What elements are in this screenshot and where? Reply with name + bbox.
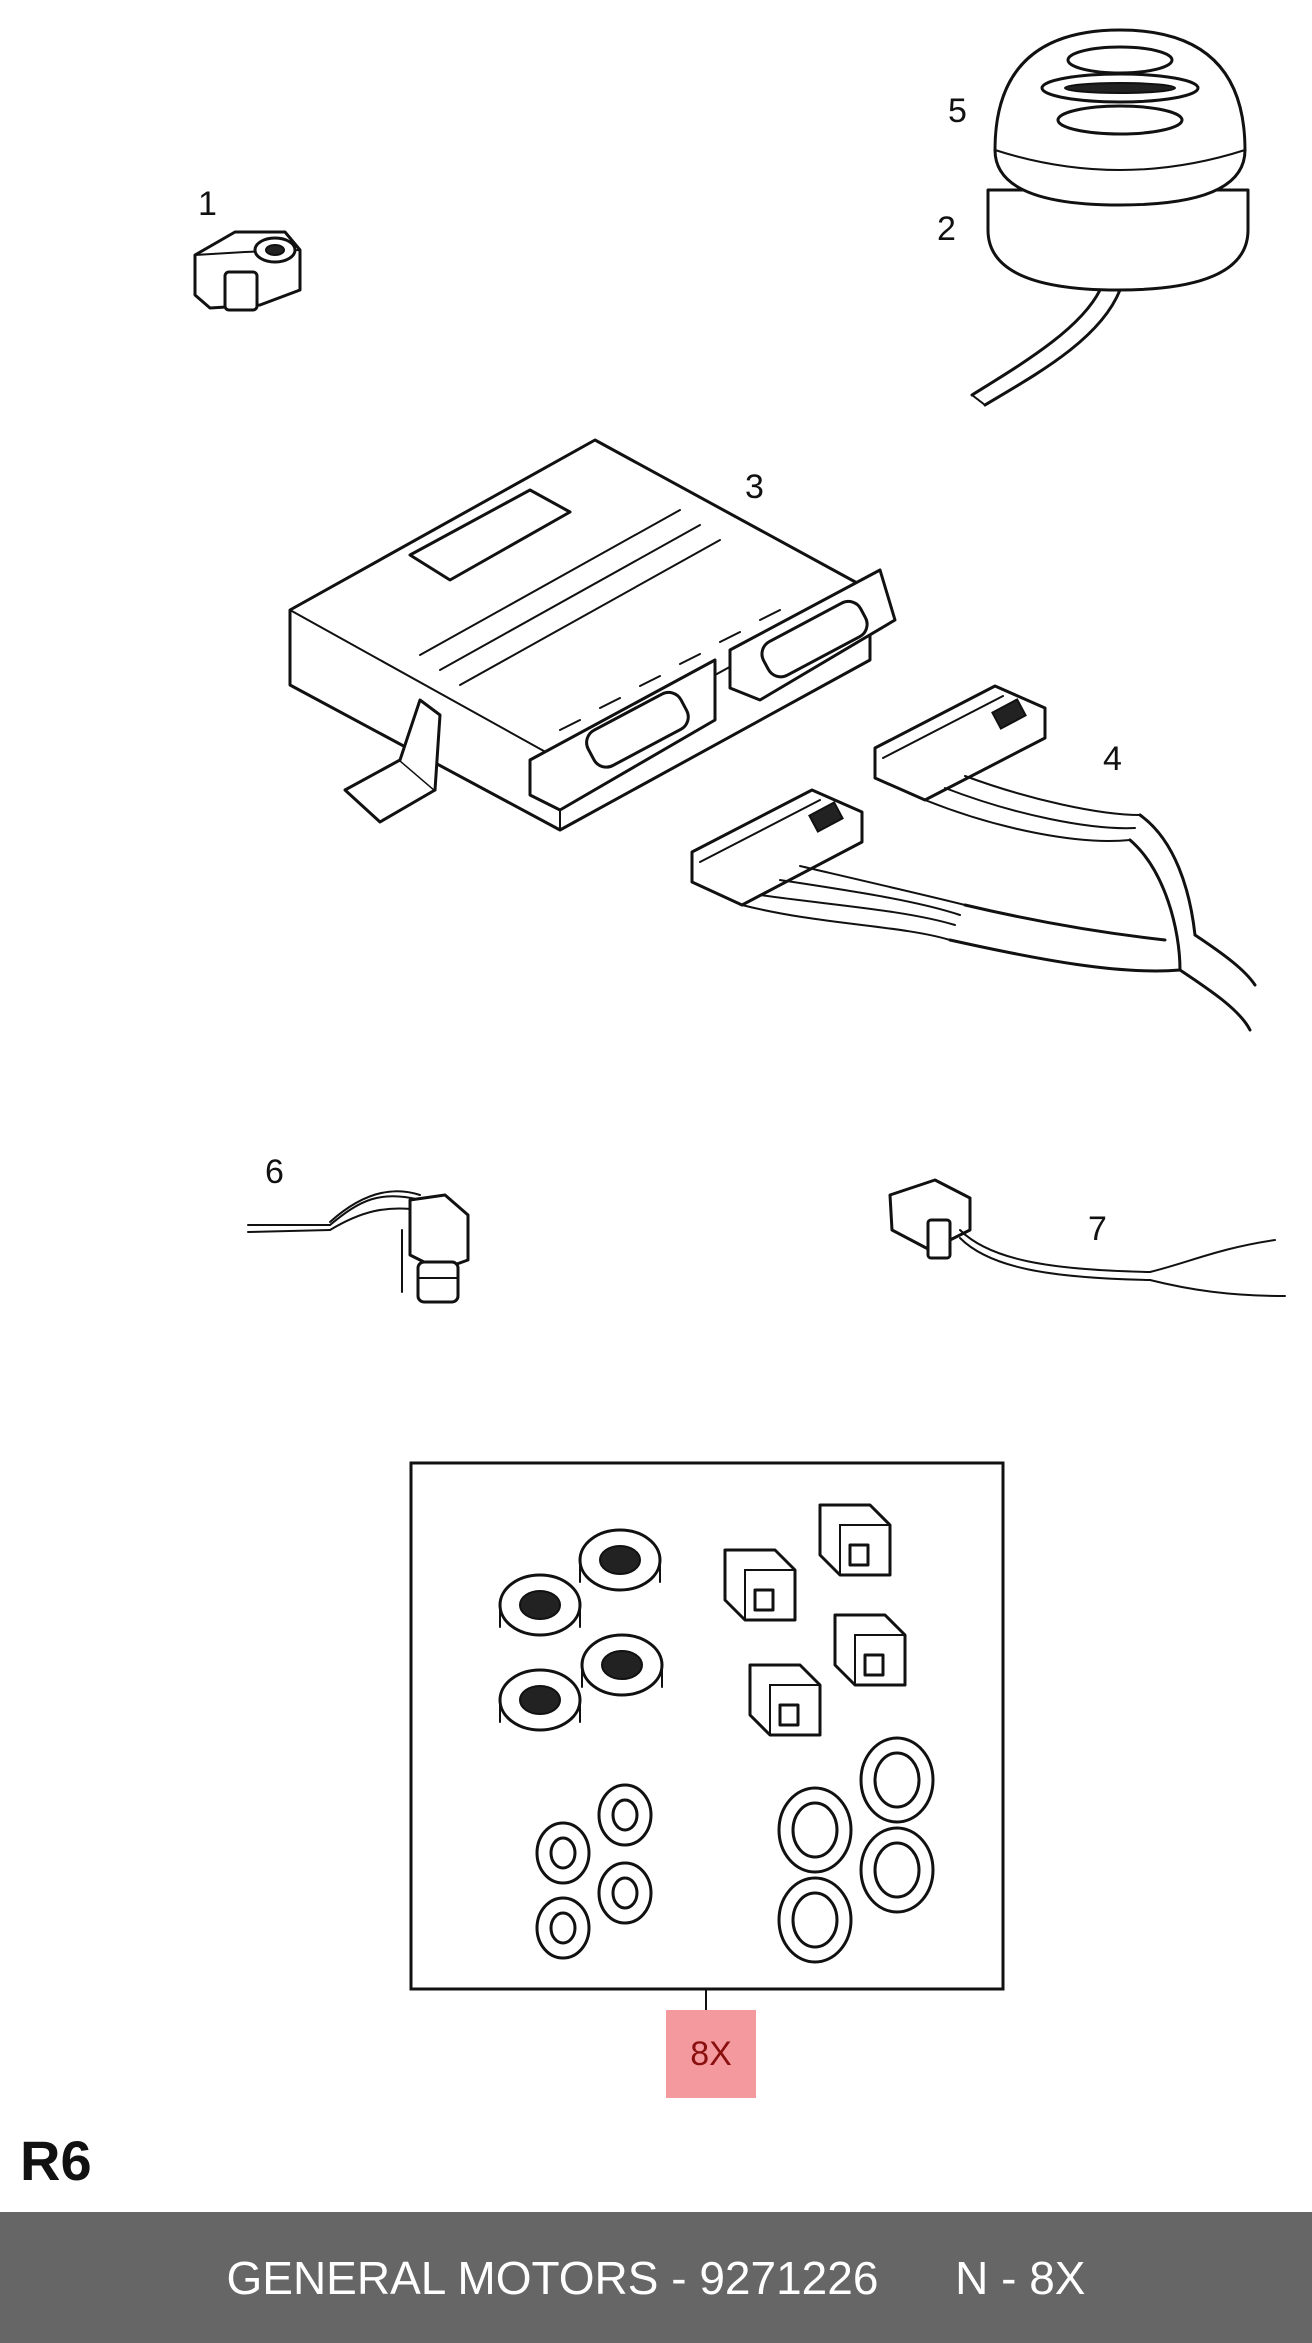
- footer-part-number: 9271226: [699, 2251, 879, 2304]
- footer-brand: GENERAL MOTORS: [226, 2251, 659, 2304]
- footer-note: N - 8X: [955, 2251, 1086, 2304]
- callout-4: 4: [1103, 740, 1122, 778]
- callout-2: 2: [937, 210, 956, 248]
- part-5-sounder-cap: [993, 28, 1247, 207]
- part-3-control-module: [288, 438, 897, 832]
- footer-separator: -: [658, 2251, 700, 2304]
- part-4-wiring-harness: [690, 684, 1257, 1032]
- kit-sensor-clips: [498, 1528, 664, 1732]
- kit-box: [409, 1461, 1005, 1991]
- callout-1: 1: [198, 185, 217, 223]
- part-2-sounder-base: [970, 188, 1250, 407]
- footer-gap: [878, 2251, 955, 2305]
- kit-small-rings: [535, 1783, 653, 1960]
- section-label: R6: [20, 2129, 92, 2192]
- part-1-sensor: [193, 230, 302, 312]
- kit-brackets: [723, 1503, 907, 1737]
- part-7-connector-pigtail: [888, 1178, 1286, 1297]
- callout-7: 7: [1088, 1210, 1107, 1248]
- footer-bar: GENERAL MOTORS - 9271226 N - 8X: [0, 2212, 1312, 2343]
- callout-3: 3: [745, 468, 764, 506]
- kit-quantity-badge: 8X: [666, 2010, 756, 2098]
- parts-diagram: 1 5 2 3: [193, 28, 1286, 2011]
- part-6-sensor-pigtail: [247, 1190, 470, 1304]
- callout-5: 5: [948, 92, 967, 130]
- callout-6: 6: [265, 1153, 284, 1191]
- kit-large-grommets: [777, 1736, 935, 1964]
